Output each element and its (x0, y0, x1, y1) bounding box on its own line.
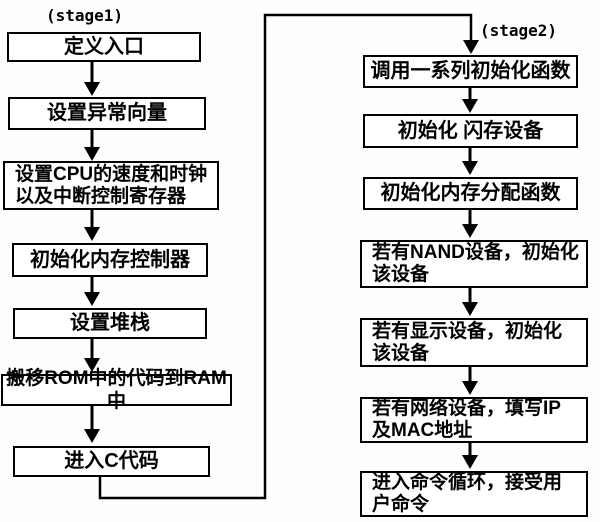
flow-arrow (462, 210, 478, 238)
stage2-label: (stage2) (480, 21, 558, 40)
stage1-label: (stage1) (46, 6, 124, 25)
flow-step-define-entry: 定义入口 (7, 32, 201, 62)
flow-step-init-memory-controller: 初始化内存控制器 (12, 243, 208, 277)
flow-arrow (462, 367, 478, 395)
stage1-to-stage2-connector (98, 13, 479, 500)
flow-arrow (84, 277, 100, 306)
flow-arrow (84, 62, 100, 96)
flow-step-copy-rom-to-ram: 搬移ROM中的代码到RAM中 (1, 368, 232, 412)
flow-step-cpu-speed-clock: 设置CPU的速度和时钟 以及中断控制寄存器 (3, 161, 219, 210)
flow-step-init-network-device: 若有网络设备，填写IP 及MAC地址 (360, 397, 588, 443)
flow-arrow (462, 88, 478, 113)
flow-step-enter-command-loop: 进入命令循环，接受用 户命令 (360, 471, 588, 517)
flow-step-setup-stack: 设置堆栈 (13, 308, 207, 339)
flow-arrow (84, 130, 100, 161)
flow-step-call-init-functions: 调用一系列初始化函数 (363, 55, 578, 88)
flow-arrow (462, 288, 478, 316)
flow-arrow (84, 406, 100, 443)
flow-arrow (462, 443, 478, 469)
flow-step-init-nand-device: 若有NAND设备，初始化 该设备 (360, 240, 588, 288)
flow-arrow (462, 148, 478, 175)
flow-step-enter-c-code: 进入C代码 (13, 446, 210, 477)
flow-step-init-memory-alloc: 初始化内存分配函数 (363, 177, 578, 210)
flow-step-init-flash-device: 初始化 闪存设备 (363, 114, 578, 148)
flow-step-init-display-device: 若有显示设备，初始化 该设备 (360, 318, 588, 367)
flow-step-exception-vectors: 设置异常向量 (8, 97, 206, 130)
flow-arrow (84, 339, 100, 372)
flow-arrow (84, 210, 100, 241)
